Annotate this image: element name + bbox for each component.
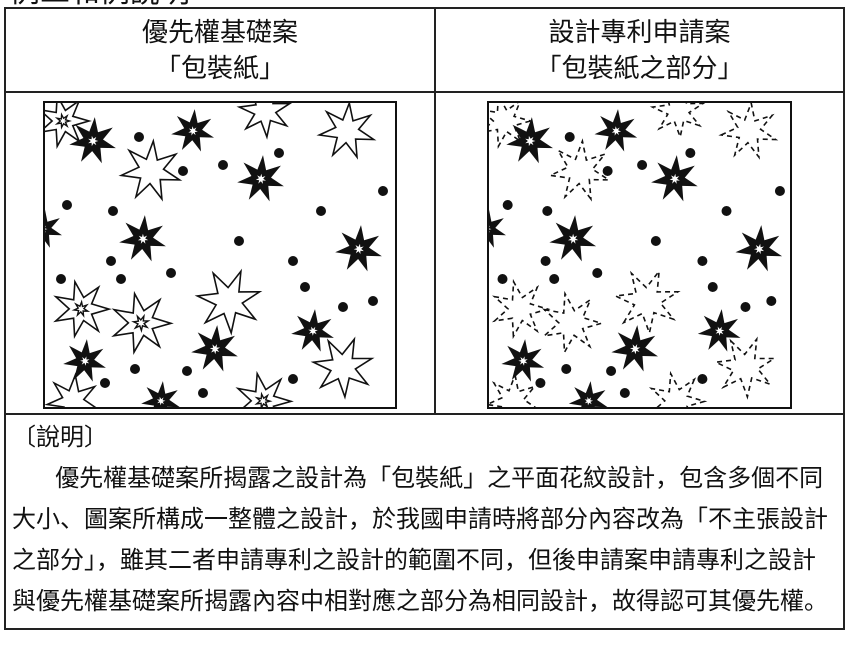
cropped-heading-fragment: 例二和例說明 bbox=[10, 0, 190, 8]
explanation-cell: 〔說明〕 優先權基礎案所揭露之設計為「包裝紙」之平面花紋設計，包含多個不同大小、… bbox=[4, 413, 845, 630]
header-right: 設計專利申請案 「包裝紙之部分」 bbox=[434, 7, 845, 93]
left-pattern-image bbox=[43, 101, 397, 409]
comparison-table: 優先權基礎案 「包裝紙」 設計專利申請案 「包裝紙之部分」 〔說明〕 優先權基礎… bbox=[4, 7, 845, 630]
header-left: 優先權基礎案 「包裝紙」 bbox=[4, 7, 436, 93]
header-right-line2: 「包裝紙之部分」 bbox=[535, 54, 744, 84]
header-left-line2: 「包裝紙」 bbox=[154, 54, 285, 84]
header-row: 優先權基礎案 「包裝紙」 設計專利申請案 「包裝紙之部分」 bbox=[4, 7, 845, 93]
header-left-line1: 優先權基礎案 bbox=[141, 18, 298, 48]
header-right-line1: 設計專利申請案 bbox=[548, 18, 731, 48]
image-row bbox=[4, 91, 845, 415]
explanation-label: 〔說明〕 bbox=[12, 423, 108, 451]
image-cell-left bbox=[4, 91, 436, 415]
explanation-text: 優先權基礎案所揭露之設計為「包裝紙」之平面花紋設計，包含多個不同大小、圖案所構成… bbox=[12, 464, 828, 615]
right-pattern-image bbox=[487, 101, 792, 409]
explanation-row: 〔說明〕 優先權基礎案所揭露之設計為「包裝紙」之平面花紋設計，包含多個不同大小、… bbox=[4, 413, 845, 630]
image-cell-right bbox=[434, 91, 845, 415]
